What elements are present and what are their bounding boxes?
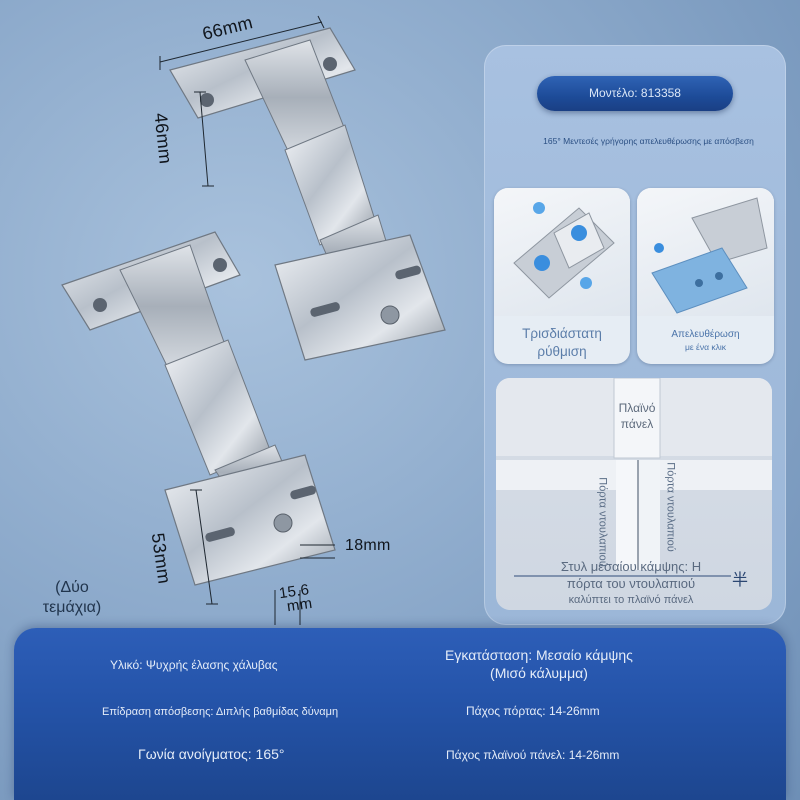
feature-card-3d-adjust: Τρισδιάστατη ρύθμιση (494, 188, 630, 364)
feature-label-one-click-line2: με ένα κλικ (684, 342, 726, 352)
feature-image-one-click-release (637, 188, 774, 316)
mid-bend-line1: Στυλ μεσαίου κάμψης: Η (560, 559, 702, 574)
feature-label-3d-adjust-line2: ρύθμιση (537, 344, 587, 359)
spec-installation: Εγκατάσταση: Μεσαίο κάμψης (Μισό κάλυμμα… (404, 646, 674, 682)
specifications-bar: Υλικό: Ψυχρής έλασης χάλυβας Εγκατάσταση… (14, 628, 786, 800)
dimension-lines (159, 15, 335, 625)
spec-damping: Επίδραση απόσβεσης: Διπλής βαθμίδας δύνα… (102, 706, 339, 718)
feature-label-one-click-line1: Απελευθέρωση (671, 329, 740, 340)
spec-installation-line1: Εγκατάσταση: Μεσαίο κάμψης (445, 647, 633, 663)
quantity-note-line1: (Δύο (55, 579, 89, 596)
dimension-offset-unit: mm (285, 594, 314, 616)
installation-diagram-drawing (496, 378, 772, 577)
hinge-bottom (61, 231, 336, 586)
mid-bend-line2: πόρτα του ντουλαπιού (566, 576, 696, 591)
installation-diagram: Πλαϊνό πάνελ Πόρτα ντουλαπιού Πόρτα ντου… (496, 378, 772, 610)
spec-door-thickness: Πάχος πόρτας: 14-26mm (466, 704, 600, 718)
dimension-door-gap: 18mm (345, 537, 391, 554)
side-panel-label-line1: Πλαϊνό (618, 401, 656, 415)
feature-card-one-click-release: Απελευθέρωση με ένα κλικ (637, 188, 774, 364)
feature-label-one-click-release: Απελευθέρωση με ένα κλικ (637, 328, 774, 354)
spec-material: Υλικό: Ψυχρής έλασης χάλυβας (110, 658, 278, 672)
model-badge: Μοντέλο: 813358 (537, 76, 733, 111)
mid-bend-description: Στυλ μεσαίου κάμψης: Η πόρτα του ντουλαπ… (516, 558, 746, 609)
quantity-note-line2: τεμάχια) (42, 599, 102, 616)
hinge-top (169, 27, 446, 361)
mid-bend-line3: καλύπτει το πλαϊνό πάνελ (568, 594, 694, 606)
feature-image-3d-adjust (494, 188, 630, 316)
spec-opening-angle: Γωνία ανοίγματος: 165° (138, 746, 285, 762)
quantity-note: (Δύο τεμάχια) (22, 578, 122, 618)
door-label-right: Πόρτα ντουλαπιού (664, 462, 677, 552)
spec-installation-line2: (Μισό κάλυμμα) (490, 665, 588, 681)
dimension-offset: 15.6 mm (278, 581, 314, 616)
side-panel-label: Πλαϊνό πάνελ (612, 400, 662, 432)
half-overlay-symbol: 半 (732, 572, 749, 589)
door-label-left: Πόρτα ντουλαπιού (596, 477, 609, 567)
product-subtitle: 165° Μεντεσές γρήγορης απελευθέρωσης με … (543, 136, 754, 146)
feature-label-3d-adjust: Τρισδιάστατη ρύθμιση (494, 325, 630, 361)
side-panel-label-line2: πάνελ (620, 417, 654, 431)
spec-side-panel-thickness: Πάχος πλαϊνού πάνελ: 14-26mm (446, 748, 620, 762)
feature-label-3d-adjust-line1: Τρισδιάστατη (522, 326, 602, 341)
